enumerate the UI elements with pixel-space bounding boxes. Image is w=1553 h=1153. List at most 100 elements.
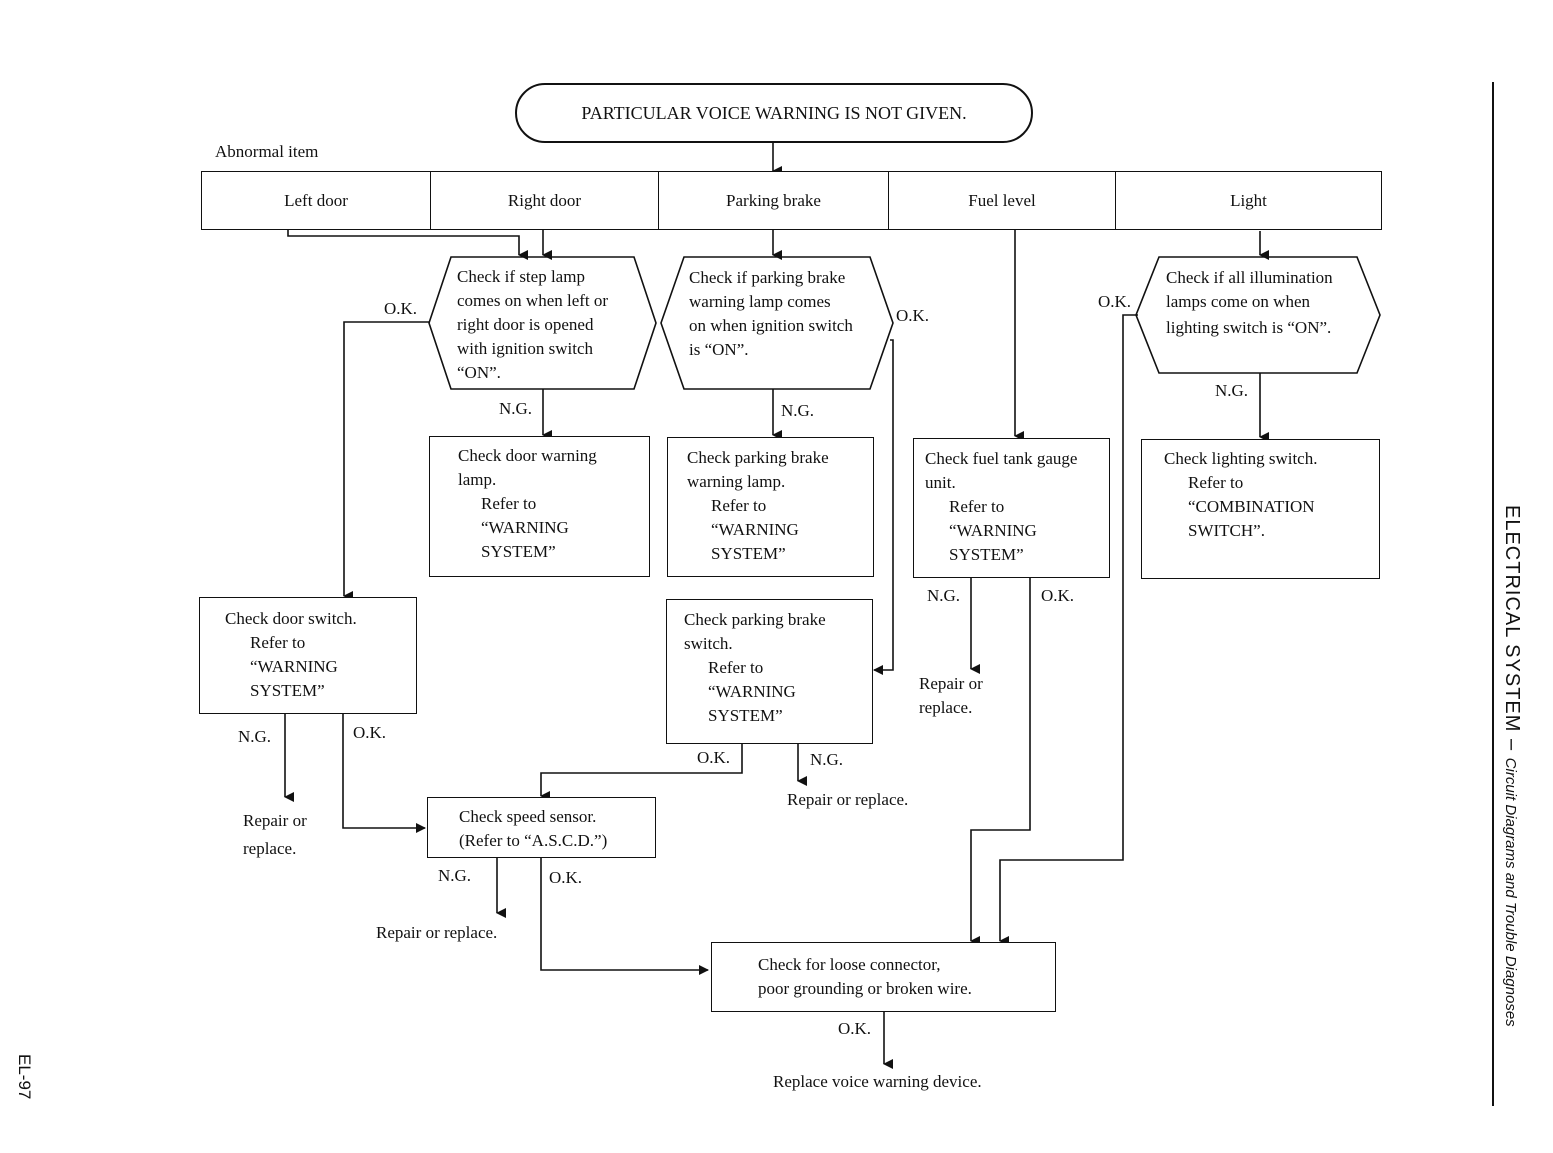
parking-warning-text: Check parking brake warning lamp. bbox=[687, 446, 829, 494]
text-line: replace. bbox=[919, 698, 973, 717]
text-line: Check parking brake bbox=[687, 448, 829, 467]
text-line: Refer to bbox=[1188, 473, 1244, 492]
box-check-speed-sensor bbox=[427, 797, 656, 858]
text-line: Check parking brake bbox=[684, 610, 826, 629]
page-number: EL-97 bbox=[15, 1054, 34, 1100]
item-fuel-level: Fuel level bbox=[889, 172, 1116, 229]
outcome-repair-speed-sensor: Repair or replace. bbox=[376, 923, 498, 942]
ref-fuel-gauge: Refer to “WARNING SYSTEM” bbox=[949, 495, 1037, 567]
label-ok-door-switch: O.K. bbox=[353, 723, 387, 742]
text-line: comes on when left or bbox=[457, 291, 609, 310]
text-line: Repair or bbox=[919, 674, 983, 693]
text-line: is “ON”. bbox=[689, 340, 749, 359]
ref-door-switch: Refer to “WARNING SYSTEM” bbox=[250, 631, 338, 703]
abnormal-item-label: Abnormal item bbox=[215, 142, 319, 161]
text-line: replace. bbox=[243, 839, 297, 858]
text-line: Check door switch. bbox=[225, 609, 357, 628]
text-line: right door is opened bbox=[457, 315, 594, 334]
label-ng-illumination: N.G. bbox=[1215, 381, 1249, 400]
text-line: Refer to bbox=[250, 633, 306, 652]
decision-illumination-text: Check if all illumination lamps come on … bbox=[1166, 266, 1333, 340]
decision-step-lamp-text: Check if step lamp comes on when left or… bbox=[457, 265, 608, 385]
text-line: “WARNING bbox=[708, 682, 796, 701]
lighting-switch-text: Check lighting switch. bbox=[1164, 447, 1317, 471]
text-line: Check door warning bbox=[458, 446, 597, 465]
ref-parking-warning: Refer to “WARNING SYSTEM” bbox=[711, 494, 799, 566]
text-line: “ON”. bbox=[457, 363, 501, 382]
title-capsule bbox=[515, 83, 1033, 143]
box-check-fuel-gauge bbox=[913, 438, 1110, 578]
text-line: “WARNING bbox=[711, 520, 799, 539]
text-line: Refer to bbox=[711, 496, 767, 515]
text-line: Refer to bbox=[708, 658, 764, 677]
text-line: SYSTEM” bbox=[708, 706, 783, 725]
diagram-title: PARTICULAR VOICE WARNING IS NOT GIVEN. bbox=[581, 103, 967, 123]
abnormal-item-row: Left door Right door Parking brake Fuel … bbox=[201, 171, 1382, 230]
label-ng-door-switch: N.G. bbox=[238, 727, 272, 746]
text-line: unit. bbox=[925, 473, 956, 492]
box-check-parking-switch bbox=[666, 599, 873, 744]
item-light: Light bbox=[1230, 190, 1267, 210]
text-line: Refer to bbox=[481, 494, 537, 513]
text-line: Check lighting switch. bbox=[1164, 449, 1318, 468]
door-switch-text: Check door switch. bbox=[225, 607, 357, 631]
item-parking-brake: Parking brake bbox=[659, 172, 889, 229]
sidebar-section-title: ELECTRICAL SYSTEM – Circuit Diagrams and… bbox=[1500, 505, 1523, 1027]
decision-parking-lamp bbox=[660, 256, 894, 390]
box-check-parking-warning bbox=[667, 437, 874, 577]
text-line: on when ignition switch bbox=[689, 316, 853, 335]
parking-switch-text: Check parking brake switch. bbox=[684, 608, 826, 656]
text-line: Check if parking brake bbox=[689, 268, 846, 287]
label-ng-parking-lamp: N.G. bbox=[781, 401, 815, 420]
text-line: poor grounding or broken wire. bbox=[758, 979, 972, 998]
text-line: SYSTEM” bbox=[949, 545, 1024, 564]
label-ok-parking-switch: O.K. bbox=[697, 748, 731, 767]
connector-text: Check for loose connector, poor groundin… bbox=[758, 953, 972, 1001]
ref-lighting-switch: Refer to “COMBINATION SWITCH”. bbox=[1188, 471, 1315, 543]
text-line: “COMBINATION bbox=[1188, 497, 1315, 516]
text-line: “WARNING bbox=[949, 521, 1037, 540]
label-ng-parking-switch: N.G. bbox=[810, 750, 844, 769]
text-line: switch. bbox=[684, 634, 733, 653]
text-line: SYSTEM” bbox=[711, 544, 786, 563]
label-ok-step-lamp: O.K. bbox=[384, 299, 418, 318]
label-ng-step-lamp: N.G. bbox=[499, 399, 533, 418]
label-ng-fuel: N.G. bbox=[927, 586, 961, 605]
ref-parking-switch: Refer to “WARNING SYSTEM” bbox=[708, 656, 796, 728]
text-line: SYSTEM” bbox=[481, 542, 556, 561]
text-line: “WARNING bbox=[250, 657, 338, 676]
text-line: (Refer to “A.S.C.D.”) bbox=[459, 831, 608, 850]
text-line: warning lamp. bbox=[687, 472, 786, 491]
text-line: with ignition switch bbox=[457, 339, 593, 358]
box-check-door-warning bbox=[429, 436, 650, 577]
text-line: lighting switch is “ON”. bbox=[1166, 318, 1332, 337]
text-line: lamp. bbox=[458, 470, 497, 489]
door-warning-text: Check door warning lamp. bbox=[458, 444, 597, 492]
text-line: lamps come on when bbox=[1166, 292, 1310, 311]
outcome-replace-device: Replace voice warning device. bbox=[773, 1072, 982, 1091]
sidebar-subtitle: Circuit Diagrams and Trouble Diagnoses bbox=[1502, 757, 1519, 1027]
text-line: Repair or bbox=[243, 811, 307, 830]
text-line: SYSTEM” bbox=[250, 681, 325, 700]
text-line: warning lamp comes bbox=[689, 292, 831, 311]
box-check-lighting-switch bbox=[1141, 439, 1380, 579]
label-ok-connector: O.K. bbox=[838, 1019, 872, 1038]
label-ok-illumination: O.K. bbox=[1098, 292, 1132, 311]
outcome-repair-door-switch: Repair or replace. bbox=[243, 807, 307, 863]
text-line: Check if all illumination bbox=[1166, 268, 1333, 287]
outcome-repair-parking-switch: Repair or replace. bbox=[787, 790, 909, 809]
item-right-door: Right door bbox=[431, 172, 659, 229]
sidebar-dash: – bbox=[1501, 732, 1523, 758]
text-line: Refer to bbox=[949, 497, 1005, 516]
fuel-gauge-text: Check fuel tank gauge unit. bbox=[925, 447, 1077, 495]
item-left-door: Left door bbox=[202, 172, 431, 229]
outcome-repair-fuel: Repair or replace. bbox=[919, 672, 983, 720]
label-ok-fuel: O.K. bbox=[1041, 586, 1075, 605]
label-ok-parking-lamp: O.K. bbox=[896, 306, 930, 325]
label-ok-speed-sensor: O.K. bbox=[549, 868, 583, 887]
ref-door-warning: Refer to “WARNING SYSTEM” bbox=[481, 492, 569, 564]
sidebar-section: ELECTRICAL SYSTEM bbox=[1501, 505, 1523, 733]
text-line: Check if step lamp bbox=[457, 267, 585, 286]
box-check-connector bbox=[711, 942, 1056, 1012]
